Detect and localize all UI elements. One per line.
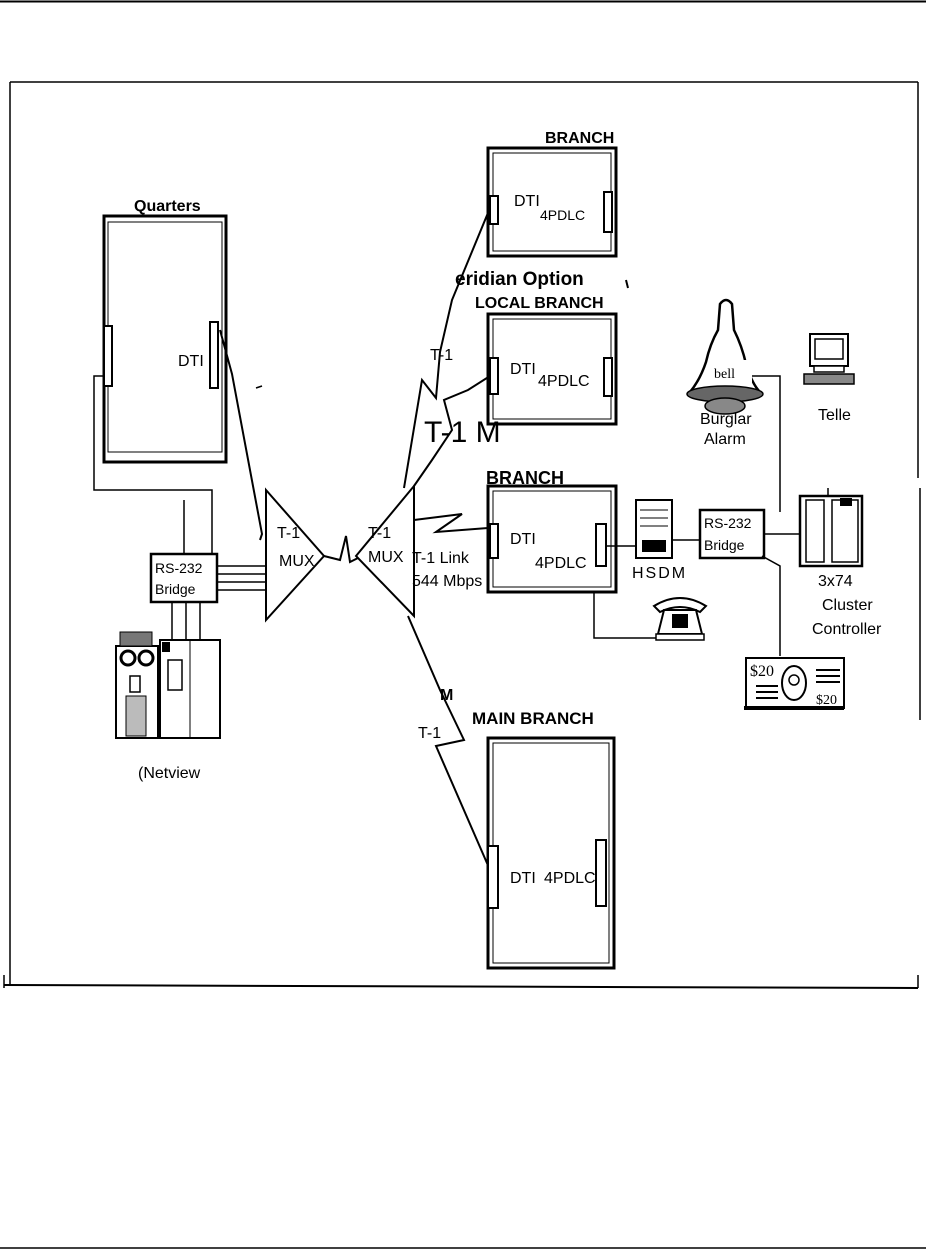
hq-to-mux-link [219,329,264,541]
hq-rs232-bridge [149,552,219,604]
burglar-alarm-label-1: Burglar [700,411,752,428]
mux-interlink [323,535,359,564]
headquarters-title: Quarters [134,198,201,215]
hsdm-label: HSDM [632,565,687,582]
hq-bridge-connectors [93,375,213,560]
peripheral-connectors [748,375,829,656]
mux-right [354,483,415,619]
cluster-controller-icon [798,494,864,568]
top-branch-title: BRANCH [545,130,614,147]
top-branch-cabinet [486,146,618,258]
t1-link-middle [413,513,489,534]
t1-upper-label: T-1 [430,347,453,364]
mux-left-label-1: T-1 [277,525,300,542]
t1-link-rate: 544 Mbps [412,573,482,590]
local-branch-pdlc: 4PDLC [538,373,590,390]
t1-link-label: T-1 Link [412,550,470,567]
teller-label: Telle [818,407,851,424]
hq-bridge-label-2: Bridge [155,581,196,597]
headquarters-dti-label: DTI [178,353,204,370]
main-branch-title: MAIN BRANCH [472,709,594,728]
middle-branch-title: BRANCH [486,468,564,488]
main-branch-cabinet [486,736,616,970]
hq-bridge-label-1: RS-232 [155,560,203,576]
t1-link-main [407,615,491,871]
meridian-option-label: eridian Option [455,269,584,290]
netview-label: (Netview [138,765,201,782]
top-branch-dti: DTI [514,193,540,210]
main-branch-pdlc: 4PDLC [544,870,596,887]
t1-lower-label: T-1 [418,725,441,742]
hsdm-icon [635,499,673,559]
money-right-label: $20 [816,693,837,708]
telephone-icon [652,597,708,641]
cluster-label-1: 3x74 [818,573,853,590]
mux-left-label-2: MUX [279,553,315,570]
t1-links-upper [403,207,491,489]
figure-frame [3,81,921,989]
cluster-label-2: Cluster [822,597,873,614]
branch-bridge-label-2: Bridge [704,537,745,553]
middle-branch-pdlc: 4PDLC [535,555,587,572]
middle-branch-connectors [593,539,700,639]
local-branch-title: LOCAL BRANCH [475,295,604,312]
money-icon [744,657,845,710]
branch-rs232-bridge [698,508,766,560]
t1-lower-m-label: M [440,687,453,704]
cluster-label-3: Controller [812,621,882,638]
local-branch-dti: DTI [510,361,536,378]
middle-branch-dti: DTI [510,531,536,548]
mux-left [265,487,326,623]
local-branch-cabinet [486,312,618,426]
terminal-icon [803,333,855,385]
bell-icon-text: bell [714,367,735,382]
mux-right-label-2: MUX [368,549,404,566]
burglar-alarm-label-2: Alarm [704,431,746,448]
host-computer-icon [115,631,221,739]
money-left-label: $20 [750,663,774,680]
branch-bridge-label-1: RS-232 [704,515,752,531]
middle-branch-cabinet [486,484,618,594]
bell-icon [686,298,764,415]
top-branch-pdlc: 4PDLC [540,207,585,223]
mux-right-label-1: T-1 [368,525,391,542]
headquarters-cabinet [102,214,228,464]
main-branch-dti: DTI [510,870,536,887]
